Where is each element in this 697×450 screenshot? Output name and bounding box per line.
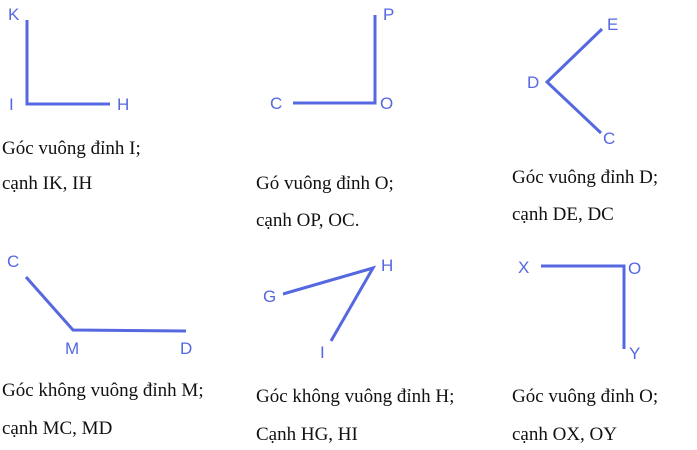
angle-2-sides: [293, 15, 377, 105]
point-label: G: [263, 287, 277, 306]
point-label: I: [320, 343, 325, 362]
point-label: D: [527, 73, 540, 92]
caption-line: Góc vuông đỉnh I;: [2, 138, 141, 159]
point-label: Y: [629, 344, 641, 363]
point-label: C: [7, 252, 20, 271]
caption-line: cạnh IK, IH: [2, 173, 93, 194]
point-label: X: [518, 258, 530, 277]
angle-4-sides: [24, 276, 187, 333]
point-label: M: [65, 339, 80, 358]
caption-line: Góc không vuông đỉnh H;: [256, 386, 455, 407]
caption-line: Gó vuông đỉnh O;: [256, 173, 394, 194]
point-label: P: [383, 5, 395, 24]
caption-line: cạnh OP, OC.: [256, 210, 360, 231]
point-label: E: [607, 15, 619, 34]
point-label: C: [270, 94, 283, 113]
caption-line: cạnh DE, DC: [512, 204, 614, 225]
point-label: I: [9, 95, 14, 114]
point-label: C: [603, 129, 616, 148]
angle-3-sides: [544, 27, 604, 135]
point-label: O: [628, 259, 642, 278]
caption-line: Góc vuông đỉnh O;: [512, 386, 659, 407]
caption-line: Góc vuông đỉnh D;: [512, 167, 659, 188]
caption-line: cạnh OX, OY: [512, 424, 618, 445]
angle-1-sides: [25, 20, 110, 106]
angle-5-sides: [282, 265, 377, 342]
point-label: H: [117, 95, 130, 114]
angle-6-sides: [541, 264, 626, 349]
point-label: O: [380, 94, 394, 113]
point-label: H: [381, 256, 394, 275]
point-label: K: [8, 5, 20, 24]
caption-line: Góc không vuông đỉnh M;: [2, 380, 204, 401]
point-label: D: [180, 339, 193, 358]
caption-line: cạnh MC, MD: [2, 418, 113, 439]
caption-line: Cạnh HG, HI: [256, 424, 358, 445]
